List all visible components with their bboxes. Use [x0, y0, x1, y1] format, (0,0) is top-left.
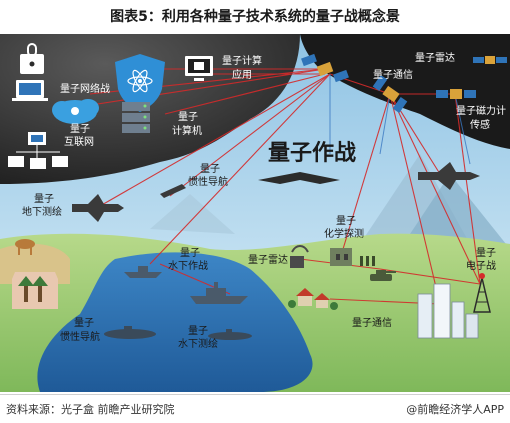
submarine-icon	[104, 326, 156, 339]
label-network-warfare: 量子网络战	[60, 82, 110, 95]
label-internet-2: 互联网	[64, 136, 94, 148]
village-icon	[288, 288, 338, 310]
camel-icon	[15, 239, 35, 255]
quantum-warfare-scene: 量子网络战 量子计算 应用 量子 计算机 量子	[0, 34, 510, 392]
label-comm-top: 量子通信	[373, 69, 413, 81]
label-underwater-op-1: 量子	[180, 247, 200, 259]
shield-atom-icon	[115, 54, 165, 112]
space-region	[300, 34, 510, 149]
soldiers-icon	[360, 256, 375, 266]
drone-icon	[72, 194, 124, 222]
label-computer-2: 计算机	[172, 124, 202, 137]
label-inertial-air-2: 惯性导航	[188, 175, 228, 188]
label-ew-1: 量子	[476, 247, 496, 259]
label-underwater-map-2: 水下测绘	[178, 337, 218, 350]
tank-icon	[370, 270, 396, 281]
fighter-jet-icon	[418, 162, 480, 190]
label-inertial-sea-2: 惯性导航	[60, 330, 100, 343]
satellite-icon	[372, 74, 408, 114]
radio-tower-icon	[473, 273, 491, 313]
satellite-icon	[473, 56, 507, 64]
label-underwater-map-1: 量子	[188, 325, 208, 337]
satellite-icon	[436, 89, 476, 99]
lock-icon	[20, 43, 44, 74]
label-inertial-sea-1: 量子	[74, 317, 94, 329]
patrol-boat-icon	[124, 266, 162, 278]
brand-note: @前瞻经济学人APP	[406, 403, 504, 416]
label-magnetic-2: 传感	[470, 118, 490, 131]
radar-station-icon	[290, 245, 309, 268]
label-underground-2: 地下测绘	[22, 205, 62, 218]
missile-icon	[160, 184, 186, 198]
label-underground-1: 量子	[34, 193, 54, 205]
center-label: 量子作战	[268, 141, 356, 166]
source-note: 资料来源：光子盒 前瞻产业研究院	[6, 403, 175, 416]
label-radar-ground: 量子雷达	[248, 254, 288, 266]
satellite-icon	[301, 53, 349, 83]
label-computing-app-2: 应用	[232, 68, 252, 81]
city-buildings-icon	[417, 283, 479, 339]
laptop-icon	[12, 80, 48, 101]
building-icon	[330, 248, 352, 266]
footer: 资料来源：光子盒 前瞻产业研究院 @前瞻经济学人APP	[0, 394, 510, 419]
label-computer-1: 量子	[178, 111, 198, 123]
label-computing-app-1: 量子计算	[222, 54, 262, 67]
page-title: 图表5：利用各种量子技术系统的量子战概念景	[110, 9, 400, 25]
submarine-icon	[208, 329, 252, 340]
label-magnetic-1: 量子磁力计	[456, 104, 506, 117]
label-underwater-op-2: 水下作战	[168, 260, 208, 272]
cloud-network-icon	[52, 99, 99, 124]
sea-region	[37, 252, 313, 392]
signal-beams	[329, 74, 471, 165]
stealth-bomber-icon	[258, 172, 340, 184]
illustration: 量子网络战 量子计算 应用 量子 计算机 量子	[0, 34, 510, 392]
label-internet-1: 量子	[70, 123, 90, 135]
underground-scan-icon	[12, 272, 58, 309]
warship-icon	[190, 282, 248, 304]
label-ew-2: 电子战	[466, 259, 496, 272]
monitor-chip-icon	[185, 56, 213, 81]
label-chem-1: 量子	[336, 215, 356, 227]
label-chem-2: 化学探测	[324, 227, 364, 240]
label-inertial-air-1: 量子	[200, 163, 220, 175]
label-radar-top: 量子雷达	[415, 52, 455, 64]
computer-network-icon	[8, 132, 68, 169]
server-rack-icon	[122, 102, 150, 133]
label-comm-ground: 量子通信	[352, 317, 392, 329]
